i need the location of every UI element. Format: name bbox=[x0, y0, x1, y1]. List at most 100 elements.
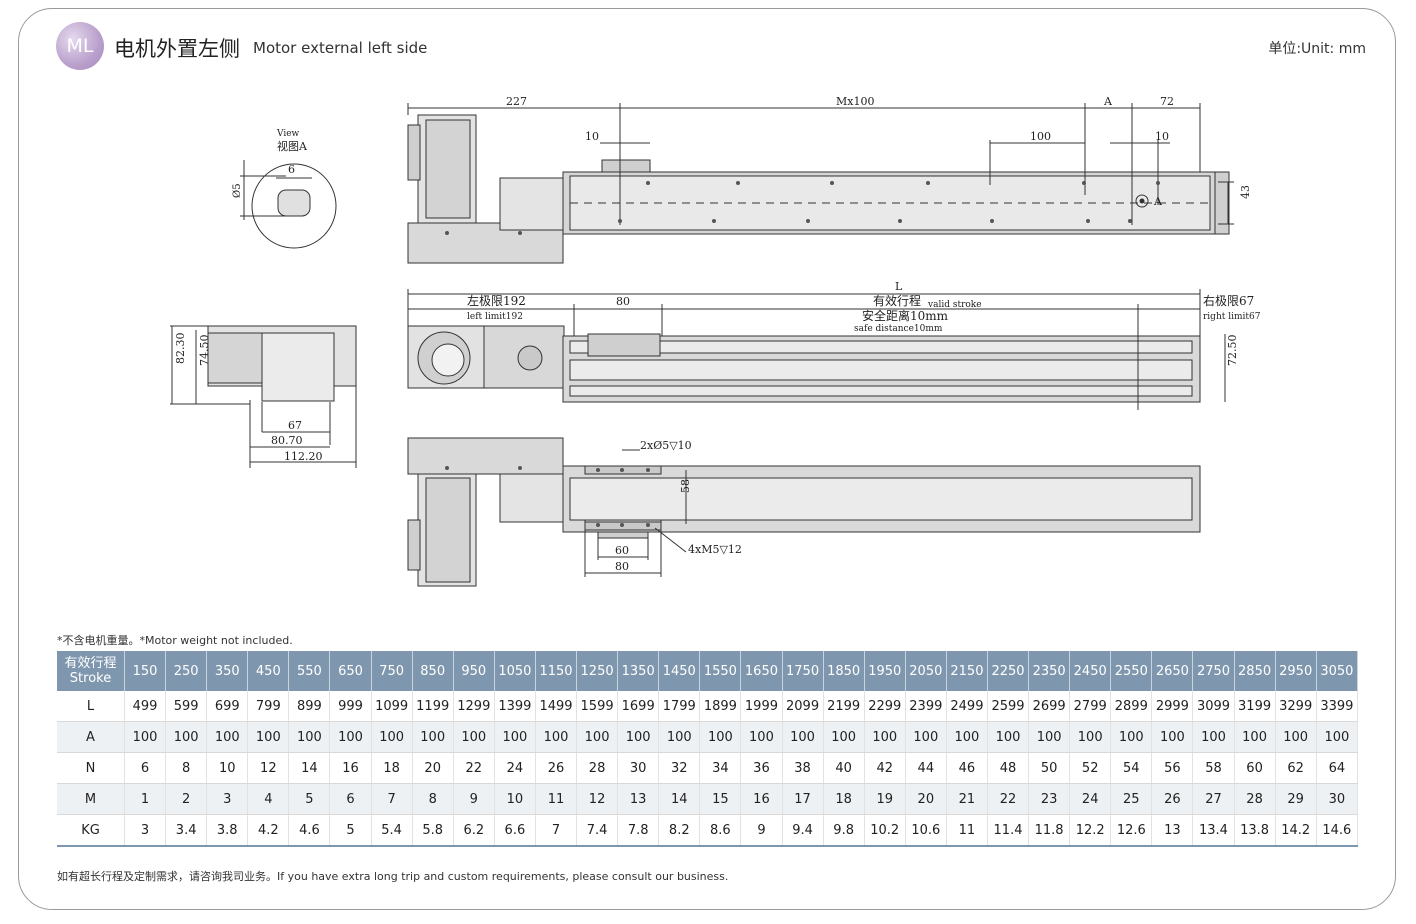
dim-82-30: 82.30 bbox=[174, 333, 187, 365]
table-cell: 100 bbox=[1151, 721, 1194, 753]
header-en: Stroke bbox=[69, 671, 112, 686]
table-cell: 1 bbox=[124, 783, 167, 815]
table-cell: 100 bbox=[1069, 721, 1112, 753]
table-cell: 14.2 bbox=[1275, 814, 1317, 847]
table-cell: 30 bbox=[1316, 783, 1359, 815]
table-cell: 62 bbox=[1275, 752, 1317, 784]
table-cell: 100 bbox=[987, 721, 1030, 753]
table-cell: 12.6 bbox=[1110, 814, 1153, 847]
technical-drawing: View 视图A 6 Ø5 227 Mx100 A 72 10 100 10 A… bbox=[170, 95, 1261, 587]
table-cell: 10.2 bbox=[864, 814, 906, 847]
table-cell: 2 bbox=[165, 783, 208, 815]
table-cell: 100 bbox=[371, 721, 413, 753]
table-cell: 1699 bbox=[617, 691, 660, 722]
header-stroke-1650: 1650 bbox=[740, 651, 783, 691]
table-cell: 34 bbox=[699, 752, 742, 784]
table-cell: 16 bbox=[329, 752, 372, 784]
hole-4x-label: 4xM5▽12 bbox=[688, 543, 742, 556]
table-cell: 27 bbox=[1192, 783, 1235, 815]
table-cell: 100 bbox=[1275, 721, 1317, 753]
table-cell: 64 bbox=[1316, 752, 1359, 784]
header-stroke-350: 350 bbox=[206, 651, 249, 691]
table-cell: 1199 bbox=[412, 691, 454, 722]
dim-72: 72 bbox=[1160, 95, 1174, 108]
header-stroke-2950: 2950 bbox=[1275, 651, 1317, 691]
header-stroke-2050: 2050 bbox=[905, 651, 947, 691]
header-stroke-750: 750 bbox=[371, 651, 413, 691]
footer-note: 如有超长行程及定制需求，请咨询我司业务。If you have extra lo… bbox=[57, 870, 729, 883]
table-cell: 799 bbox=[247, 691, 290, 722]
table-cell: 52 bbox=[1069, 752, 1112, 784]
table-cell: 8 bbox=[165, 752, 208, 784]
table-cell: 100 bbox=[946, 721, 988, 753]
table-cell: 25 bbox=[1110, 783, 1153, 815]
header-stroke-2350: 2350 bbox=[1028, 651, 1071, 691]
table-cell: 10 bbox=[206, 752, 249, 784]
dim-m: Mx100 bbox=[836, 95, 874, 108]
table-cell: 7.8 bbox=[617, 814, 660, 847]
table-cell: 6.6 bbox=[494, 814, 536, 847]
table-cell: 1999 bbox=[740, 691, 783, 722]
table-cell: 12 bbox=[247, 752, 290, 784]
table-cell: 28 bbox=[1234, 783, 1276, 815]
table-cell: 15 bbox=[699, 783, 742, 815]
dim-80b: 80 bbox=[615, 560, 629, 573]
table-cell: 4.2 bbox=[247, 814, 290, 847]
table-cell: 7 bbox=[535, 814, 578, 847]
table-cell: 100 bbox=[576, 721, 619, 753]
header-stroke-1050: 1050 bbox=[494, 651, 536, 691]
header-stroke-1250: 1250 bbox=[576, 651, 619, 691]
table-cell: 28 bbox=[576, 752, 619, 784]
dim-227: 227 bbox=[506, 95, 527, 108]
table-cell: 11.8 bbox=[1028, 814, 1071, 847]
header-stroke-2550: 2550 bbox=[1110, 651, 1153, 691]
table-cell: 100 bbox=[1028, 721, 1071, 753]
header-stroke-1750: 1750 bbox=[782, 651, 824, 691]
dim-60: 60 bbox=[615, 544, 629, 557]
header-stroke-650: 650 bbox=[329, 651, 372, 691]
table-cell: 100 bbox=[699, 721, 742, 753]
header-stroke-2150: 2150 bbox=[946, 651, 988, 691]
dim-67: 67 bbox=[288, 419, 302, 432]
table-cell: 2499 bbox=[946, 691, 988, 722]
header-stroke-2850: 2850 bbox=[1234, 651, 1276, 691]
table-cell: 1899 bbox=[699, 691, 742, 722]
table-cell: 23 bbox=[1028, 783, 1071, 815]
dim-80-70: 80.70 bbox=[271, 434, 303, 447]
table-cell: 17 bbox=[782, 783, 824, 815]
view-label-cn: 视图A bbox=[277, 139, 308, 153]
dim-10a: 10 bbox=[585, 130, 599, 143]
table-cell: 7 bbox=[371, 783, 413, 815]
table-cell: 5.4 bbox=[371, 814, 413, 847]
header-stroke-850: 850 bbox=[412, 651, 454, 691]
table-cell: 1099 bbox=[371, 691, 413, 722]
table-cell: 26 bbox=[535, 752, 578, 784]
table-cell: 999 bbox=[329, 691, 372, 722]
table-cell: 100 bbox=[535, 721, 578, 753]
model-badge: ML bbox=[56, 22, 104, 70]
table-cell: 100 bbox=[412, 721, 454, 753]
dim-a: A bbox=[1103, 95, 1113, 108]
table-cell: 3099 bbox=[1192, 691, 1235, 722]
table-cell: 11 bbox=[535, 783, 578, 815]
unit-label: 单位:Unit: mm bbox=[1268, 41, 1366, 57]
dim-43: 43 bbox=[1239, 185, 1252, 199]
left-limit-en: left limit192 bbox=[467, 312, 523, 322]
header-stroke-2750: 2750 bbox=[1192, 651, 1235, 691]
safe-distance-cn: 安全距离10mm bbox=[862, 308, 949, 323]
table-cell: 9 bbox=[740, 814, 783, 847]
table-cell: 100 bbox=[206, 721, 249, 753]
row-label: A bbox=[57, 721, 125, 753]
dim-72-50: 72.50 bbox=[1226, 335, 1239, 367]
table-cell: 2999 bbox=[1151, 691, 1194, 722]
table-cell: 22 bbox=[987, 783, 1030, 815]
table-cell: 16 bbox=[740, 783, 783, 815]
table-cell: 899 bbox=[288, 691, 331, 722]
page-frame bbox=[18, 8, 1396, 910]
table-cell: 100 bbox=[288, 721, 331, 753]
